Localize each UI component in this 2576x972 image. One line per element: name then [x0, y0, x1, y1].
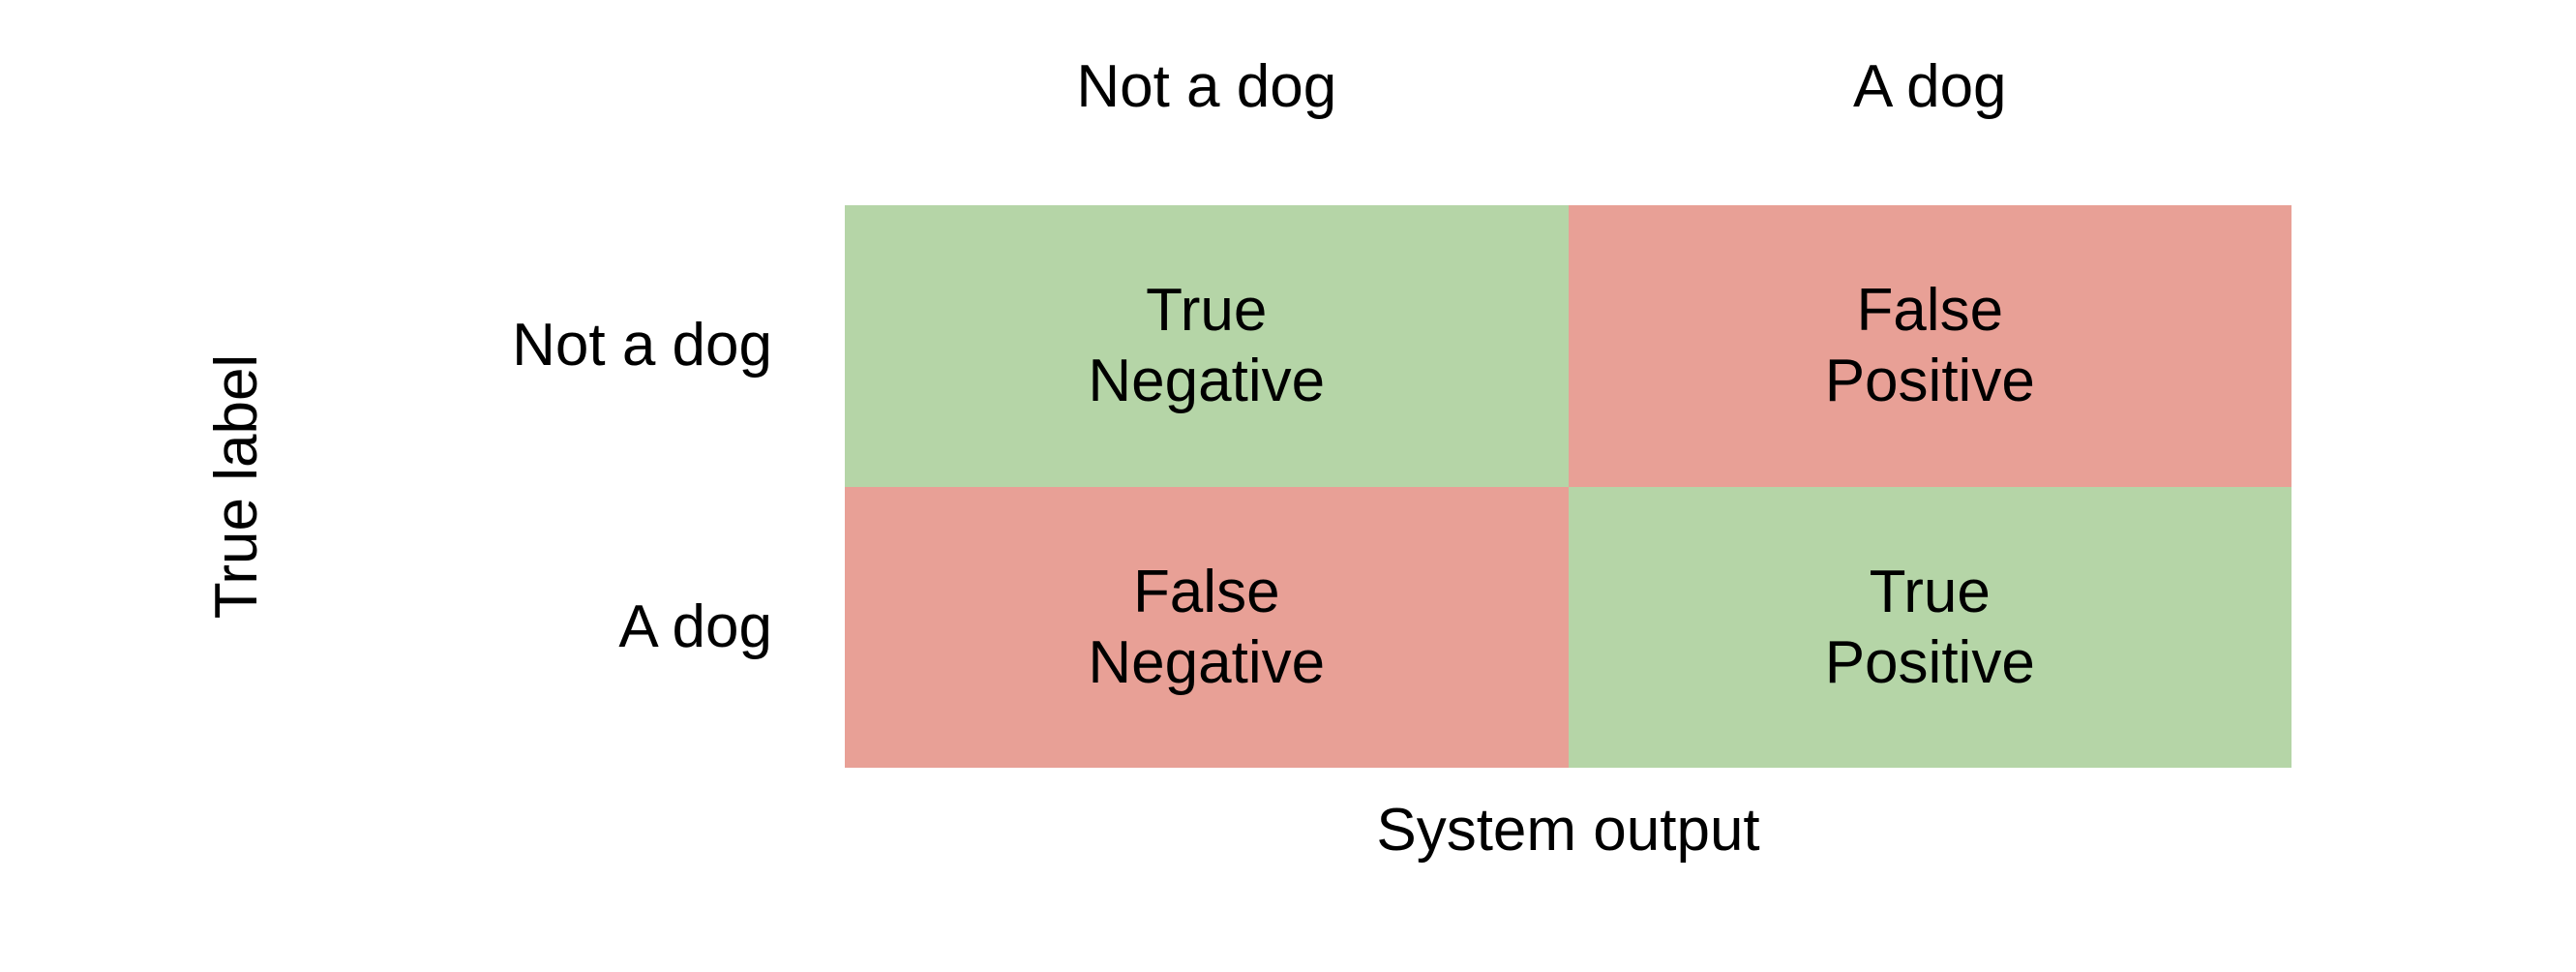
x-axis-title: System output: [1376, 797, 1760, 864]
row-header-not-a-dog: Not a dog: [512, 312, 772, 380]
cell-true-positive-line1: True: [1869, 558, 1991, 625]
column-header-row: Not a dog A dog: [845, 39, 2291, 136]
matrix-grid: True Negative False Positive False Negat…: [845, 205, 2291, 768]
row-header-a-dog: A dog: [618, 592, 772, 660]
row-header-column: Not a dog A dog: [319, 205, 813, 768]
cell-true-negative-line2: Negative: [1088, 348, 1326, 415]
cell-true-positive: True Positive: [1568, 486, 2291, 768]
y-axis-title: True label: [203, 353, 270, 620]
cell-false-negative-line1: False: [1132, 558, 1280, 625]
cell-false-negative: False Negative: [845, 486, 1569, 768]
cell-false-positive-line1: False: [1856, 277, 2004, 345]
cell-false-positive-line2: Positive: [1824, 348, 2035, 415]
cell-false-positive: False Positive: [1568, 205, 2291, 487]
cell-false-negative-line2: Negative: [1088, 628, 1326, 696]
cell-true-positive-line2: Positive: [1824, 628, 2035, 696]
column-header-a-dog: A dog: [1852, 53, 2007, 120]
cell-true-negative: True Negative: [845, 205, 1569, 487]
cell-true-negative-line1: True: [1146, 277, 1268, 345]
column-header-not-a-dog: Not a dog: [1076, 53, 1337, 120]
